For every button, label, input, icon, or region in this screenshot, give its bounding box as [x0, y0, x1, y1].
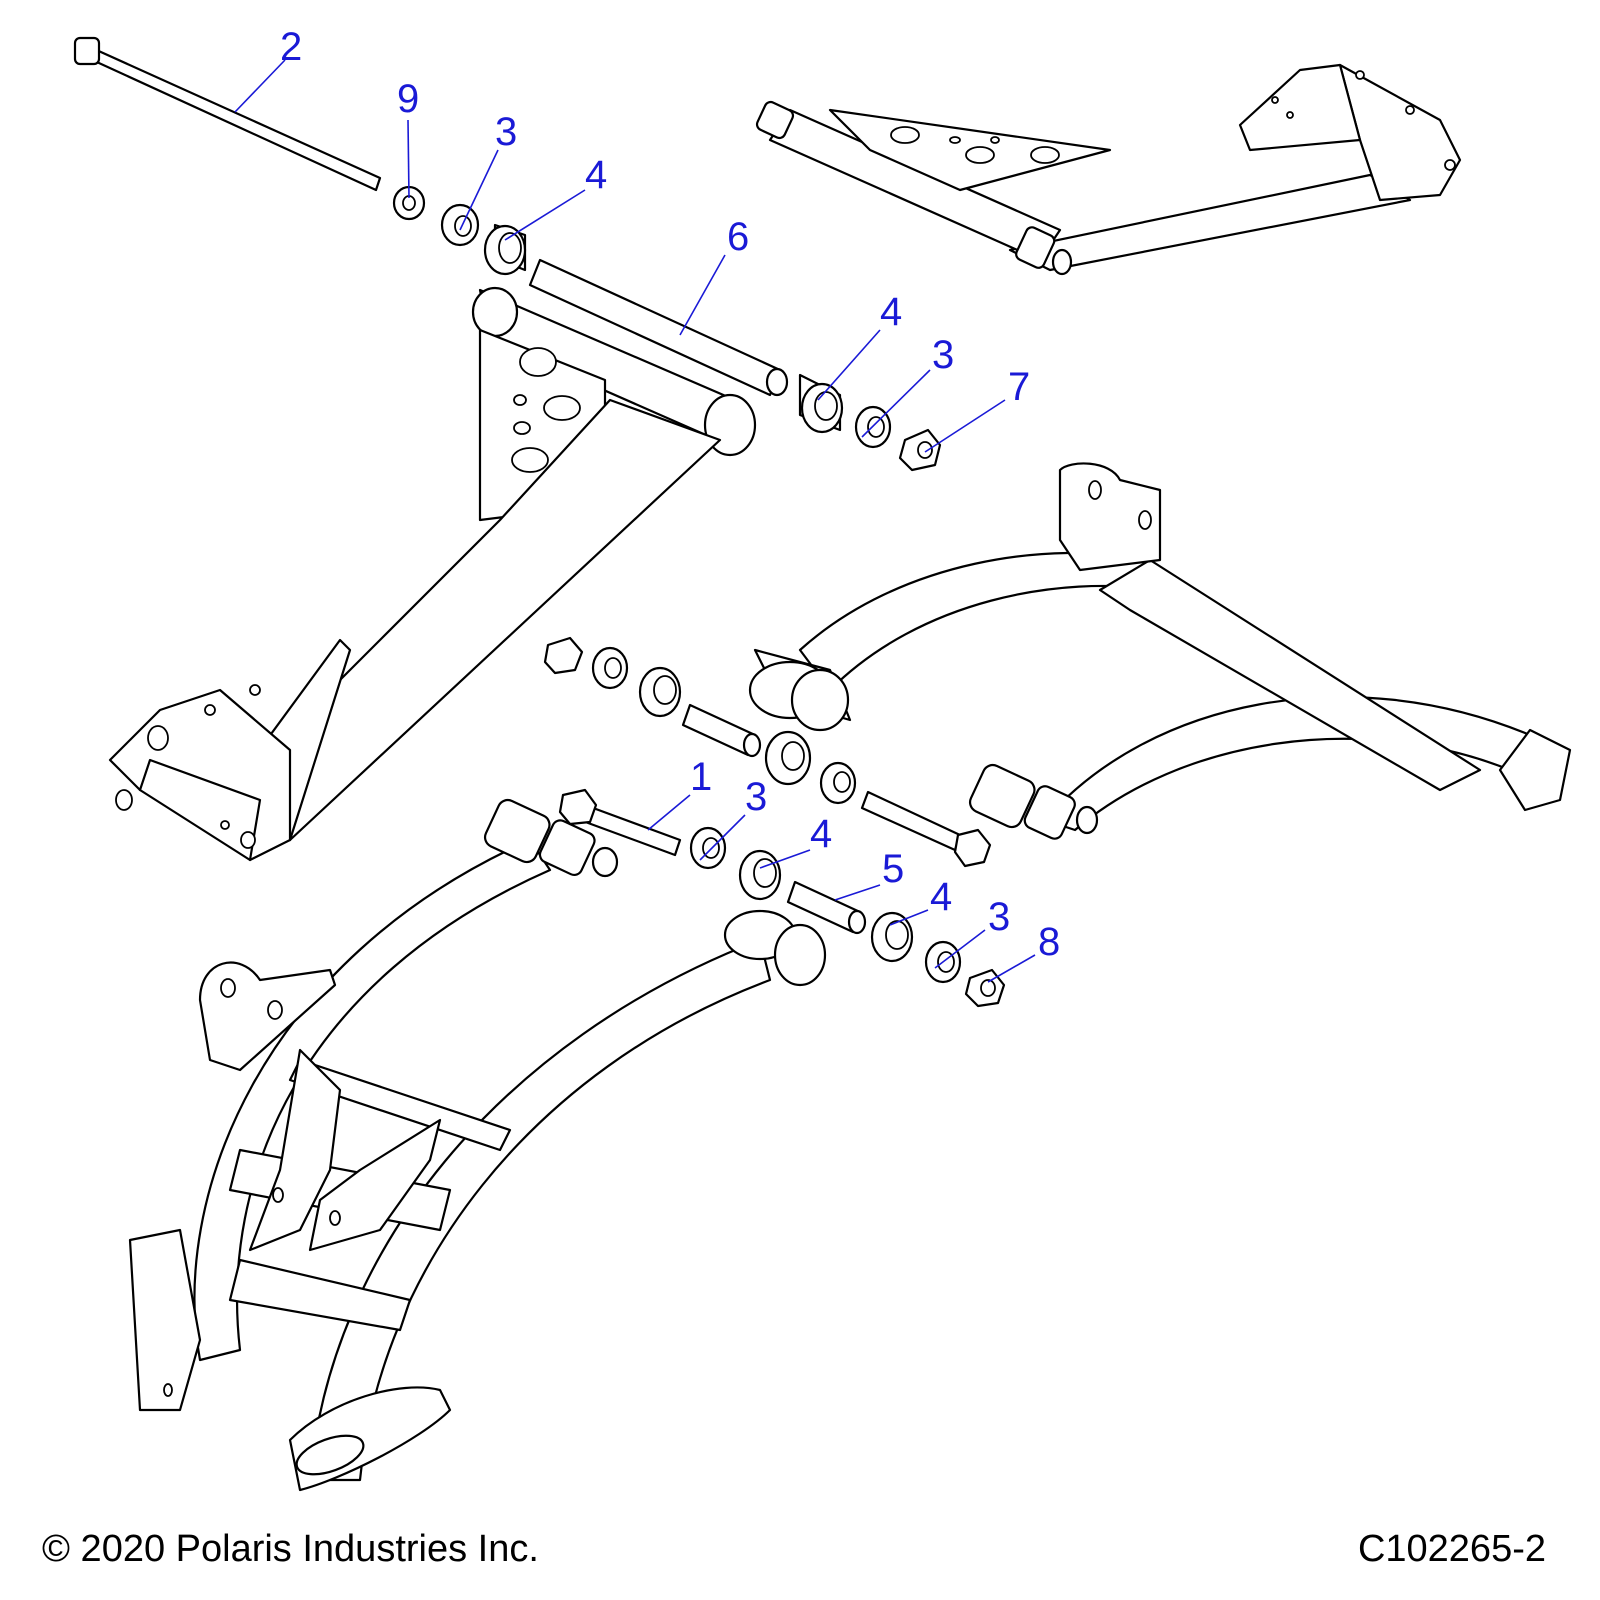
sleeve-tube [528, 258, 782, 397]
pivot-bolt-short [578, 803, 682, 857]
upper-control-arm-left [108, 286, 757, 862]
hardware-lower-row-a [543, 636, 992, 868]
callout-6: 6 [727, 215, 749, 259]
callout-4: 4 [930, 875, 952, 919]
upper-control-arm-right [755, 63, 1462, 276]
lower-control-arm-right [748, 462, 1572, 840]
hardware-upper [73, 36, 942, 472]
callout-2: 2 [280, 25, 302, 69]
callout-7: 7 [1008, 365, 1030, 409]
callout-3: 3 [745, 775, 767, 819]
pivot-bolt-long [86, 46, 382, 192]
callout-4: 4 [585, 153, 607, 197]
lower-control-arm-left [128, 798, 827, 1492]
callout-4: 4 [880, 290, 902, 334]
callout-4: 4 [810, 812, 832, 856]
callout-3: 3 [932, 333, 954, 377]
copyright-notice: © 2020 Polaris Industries Inc. [42, 1528, 539, 1570]
callout-5: 5 [882, 847, 904, 891]
callout-3: 3 [495, 110, 517, 154]
callout-labels: 2 9 3 4 6 4 3 7 1 3 4 5 4 3 8 [280, 25, 1060, 964]
callout-8: 8 [1038, 920, 1060, 964]
callout-1: 1 [690, 755, 712, 799]
callout-9: 9 [397, 77, 419, 121]
drawing-number: C102265-2 [1357, 1528, 1546, 1570]
callout-leaders [234, 59, 1036, 983]
callout-3: 3 [988, 895, 1010, 939]
